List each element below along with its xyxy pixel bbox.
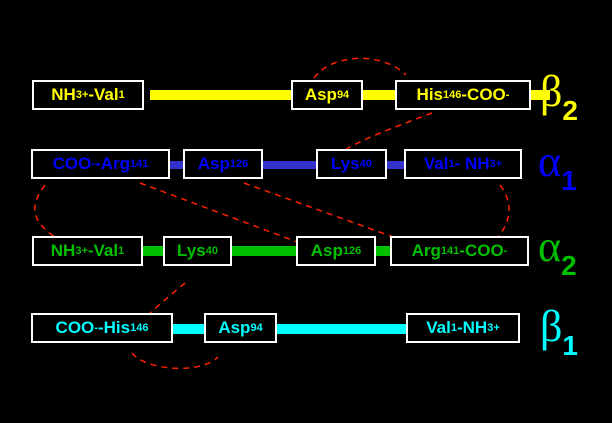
residue-text: NH — [50, 241, 76, 260]
residue-subscript: 3 — [487, 322, 494, 334]
residue-subscript: 1 — [118, 245, 125, 257]
beta1-chain-bar — [170, 324, 420, 334]
residue-subscript: 3 — [75, 89, 82, 101]
residue-superscript: - — [503, 245, 508, 257]
alpha2-chain-label: α2 — [538, 225, 577, 288]
residue-text: - NH — [454, 154, 490, 173]
residue-subscript: 126 — [229, 158, 249, 170]
residue-text: COO — [55, 318, 95, 337]
link-beta1-his146-asp94 — [131, 352, 219, 370]
chain-index: 1 — [562, 330, 578, 361]
chain-index: 2 — [561, 250, 577, 281]
link-alpha1-arg141-alpha2-val1 — [34, 184, 56, 238]
link-alpha1-asp126-alpha2-arg141 — [243, 182, 411, 244]
residue-superscript: - — [94, 322, 98, 334]
link-alpha1-val1-alpha2-arg141 — [494, 184, 510, 241]
residue-text: Asp — [304, 85, 337, 104]
residue-text: -COO — [461, 85, 506, 104]
residue-subscript: 1 — [448, 158, 455, 170]
greek-letter: α — [538, 222, 562, 271]
beta2-chain-label: β2 — [540, 70, 578, 133]
beta1-chain-label: β1 — [540, 305, 578, 368]
link-alpha1-arg141-alpha2-asp126 — [139, 182, 301, 244]
chain-index: 2 — [562, 95, 578, 126]
residue-superscript: + — [81, 89, 89, 101]
residue-subscript: 40 — [205, 245, 218, 257]
residue-text: -Val — [87, 241, 119, 260]
residue-text: Asp — [197, 154, 230, 173]
chain-index: 1 — [561, 165, 577, 196]
alpha2-chain-bar — [140, 246, 400, 256]
greek-letter: β — [540, 67, 563, 116]
residue-text: Lys — [331, 154, 360, 173]
residue-text: -His — [97, 318, 131, 337]
residue-text: -Val — [88, 85, 119, 104]
residue-text: His — [416, 85, 444, 104]
residue-text: Lys — [177, 241, 206, 260]
residue-superscript: + — [81, 245, 88, 257]
residue-subscript: 141 — [130, 158, 149, 170]
residue-text: Asp — [310, 241, 343, 260]
residue-superscript: - — [91, 158, 96, 170]
residue-text: -NH — [456, 318, 488, 337]
link-beta2-his146-alpha1-lys40 — [344, 112, 433, 151]
greek-letter: α — [538, 137, 562, 186]
residue-subscript: 3 — [489, 158, 496, 170]
residue-text: Asp — [218, 318, 251, 337]
residue-text: Val — [423, 154, 449, 173]
residue-subscript: 3 — [75, 245, 82, 257]
alpha1-chain-label: α1 — [538, 140, 577, 203]
link-beta2-asp94-his146 — [313, 57, 407, 79]
residue-superscript: + — [495, 158, 503, 170]
residue-subscript: 1 — [118, 89, 125, 101]
residue-subscript: 146 — [443, 89, 462, 101]
residue-text: Arg — [411, 241, 441, 260]
residue-text: COO — [52, 154, 92, 173]
residue-subscript: 141 — [440, 245, 460, 257]
residue-text: Val — [426, 318, 451, 337]
residue-subscript: 126 — [342, 245, 362, 257]
residue-subscript: 1 — [450, 322, 457, 334]
residue-text: -COO — [459, 241, 504, 260]
residue-subscript: 94 — [250, 322, 263, 334]
residue-subscript: 40 — [359, 158, 372, 170]
residue-text: NH — [51, 85, 76, 104]
residue-subscript: 94 — [336, 89, 350, 101]
residue-text: -Arg — [95, 154, 130, 173]
residue-superscript: - — [505, 89, 510, 101]
greek-letter: β — [540, 302, 563, 351]
residue-superscript: + — [493, 322, 500, 334]
residue-subscript: 146 — [130, 322, 149, 334]
